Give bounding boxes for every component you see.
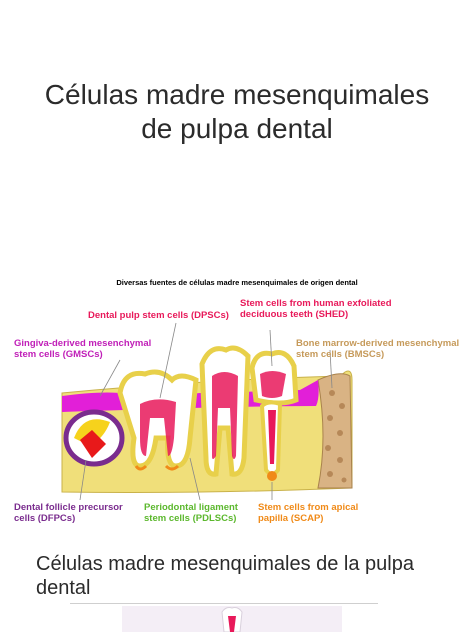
dental-follicle [63,409,125,467]
label-dfpc: Dental follicle precursor cells (DFPCs) [14,502,123,524]
pointer-gmsc [99,359,121,397]
pointer-bmsc [329,349,333,389]
deciduous-tooth [249,350,299,481]
slide-title: Células madre mesenquimales de pulpa den… [0,78,474,146]
section-subtitle: Células madre mesenquimales de la pulpa … [36,553,414,599]
pointer-dfpc [79,459,87,501]
label-scap: Stem cells from apical papilla (SCAP) [258,502,359,524]
divider-line [70,603,378,604]
bone-marrow [317,373,353,489]
slide-title-line-1: Células madre mesenquimales [44,79,430,110]
label-pdlsc: Periodontal ligament stem cells (PDLSCs) [144,502,238,524]
pointer-shed [269,329,273,367]
label-bmsc: Bone marrow-derived mesenchymal stem cel… [296,338,460,360]
dental-illustration [61,322,353,501]
pointer-pdlsc [189,457,201,501]
tooth-thumbnail-icon [221,607,243,633]
label-dpsc: Dental pulp stem cells (DPSCs) [88,310,229,321]
dental-stem-cell-figure: Dental pulp stem cells (DPSCs) Stem cell… [0,288,474,528]
figure-caption: Diversas fuentes de células madre mesenq… [116,278,358,287]
label-shed: Stem cells from human exfoliated deciduo… [240,298,392,320]
molar-tooth-1 [117,369,199,471]
slide-title-line-2: de pulpa dental [141,113,333,144]
pointer-dpsc [159,322,177,399]
tooth-thumbnail [122,606,342,633]
molar-tooth-2 [199,345,251,477]
marrow-dots [325,390,347,483]
label-gmsc: Gingiva-derived mesenchymal stem cells (… [14,338,152,360]
